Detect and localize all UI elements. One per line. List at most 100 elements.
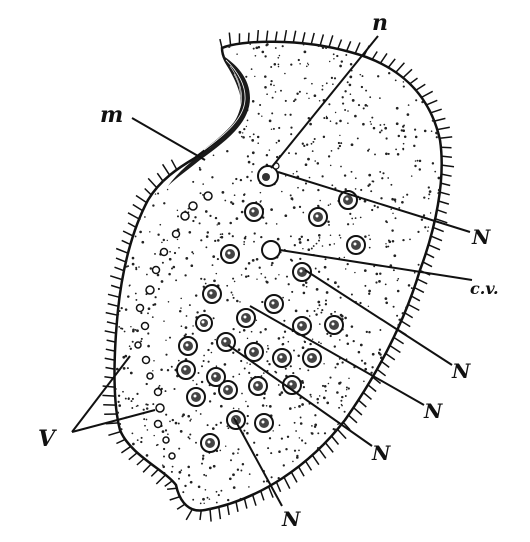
cilium: [355, 43, 360, 54]
cilium: [329, 35, 333, 47]
cilium: [337, 429, 346, 438]
cilium: [437, 127, 450, 129]
cilium: [200, 511, 201, 521]
cilium: [275, 32, 277, 42]
cilium: [410, 78, 418, 84]
label-cv: c.v.: [470, 279, 499, 298]
nucleus: [249, 377, 267, 395]
cilium: [151, 469, 158, 476]
cilium: [429, 245, 441, 250]
label-n-3: N: [423, 399, 443, 423]
vacuole: [135, 342, 141, 348]
cilium: [388, 59, 395, 68]
vacuole: [156, 404, 164, 412]
cilium: [363, 393, 371, 400]
cilium: [440, 137, 453, 138]
cilium: [434, 118, 445, 121]
cilium: [136, 196, 147, 203]
cilium: [129, 453, 137, 460]
nucleus: [179, 337, 197, 355]
vacuole: [143, 357, 150, 364]
cilium: [377, 369, 386, 376]
label-n-1: N: [471, 225, 491, 249]
cilium: [417, 279, 427, 284]
cilium: [411, 296, 420, 301]
cilium: [442, 156, 452, 157]
vacuole: [163, 437, 169, 443]
cilium: [380, 53, 387, 63]
cilium: [442, 165, 454, 167]
cilium: [396, 63, 405, 73]
cilium: [257, 30, 258, 42]
cilium: [116, 249, 128, 254]
cilium: [148, 178, 157, 187]
cilium: [403, 69, 412, 77]
cilium: [437, 210, 447, 213]
cilium: [106, 349, 115, 351]
vacuole: [181, 212, 189, 220]
cilium: [302, 32, 305, 43]
nucleus: [265, 295, 283, 313]
cilium: [171, 160, 176, 170]
cilium: [108, 432, 120, 436]
vacuole: [204, 192, 212, 200]
cilium: [123, 231, 133, 236]
cilium: [422, 91, 433, 97]
cilium: [368, 385, 376, 392]
cilium: [115, 267, 124, 271]
cilium: [431, 236, 442, 241]
cilium: [439, 201, 449, 204]
cilium: [440, 192, 450, 195]
cilium: [108, 304, 119, 307]
cilium: [106, 313, 118, 316]
nucleus: [221, 245, 239, 263]
cilium: [348, 415, 357, 423]
cilium: [137, 459, 144, 466]
nucleus: [255, 414, 273, 432]
cilium: [105, 358, 115, 360]
cilium: [108, 294, 120, 297]
cilium: [261, 491, 264, 501]
cilium: [311, 33, 314, 44]
cilium: [426, 100, 437, 105]
vacuole: [147, 373, 153, 379]
cilium: [229, 33, 230, 46]
vacuole: [153, 267, 160, 274]
nucleus: [219, 381, 237, 399]
contractile-vacuole: [262, 241, 280, 259]
nucleus: [303, 349, 321, 367]
cilium: [210, 509, 211, 522]
cilium: [358, 400, 366, 407]
label-m: m: [100, 102, 123, 128]
cilium: [325, 443, 333, 453]
cilium: [423, 262, 432, 267]
cilium: [227, 505, 229, 516]
cilium: [128, 213, 139, 219]
cilium: [338, 40, 342, 49]
nucleus: [177, 361, 195, 379]
vacuole: [155, 389, 162, 396]
nucleus: [187, 388, 205, 406]
cilium: [441, 147, 452, 148]
cilium: [143, 464, 151, 472]
nucleus: [273, 349, 291, 367]
cilium: [276, 482, 280, 492]
cilium: [145, 189, 152, 195]
cilium: [103, 386, 115, 387]
cilium: [441, 174, 451, 176]
cilium: [236, 502, 238, 512]
vacuole: [146, 286, 154, 294]
cilium: [394, 337, 404, 343]
cilium: [319, 449, 326, 458]
cilium: [386, 354, 395, 360]
cilium: [121, 446, 130, 453]
cilium: [431, 109, 442, 113]
cilium: [416, 84, 425, 90]
vacuole: [137, 305, 144, 312]
nucleus: [201, 434, 219, 452]
cilium: [177, 504, 185, 509]
cilium: [107, 322, 117, 324]
cilium: [219, 507, 221, 519]
cilium: [266, 31, 267, 42]
